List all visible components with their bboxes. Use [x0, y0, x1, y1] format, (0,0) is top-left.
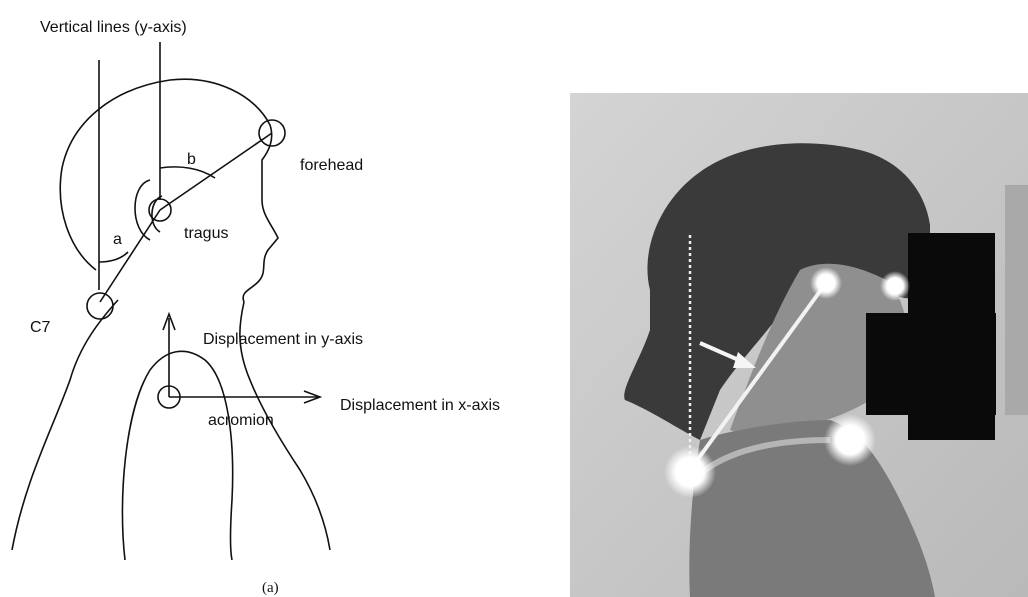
tragus-forehead-line: [160, 133, 272, 210]
photo-forehead-marker: [880, 271, 910, 301]
displacement-x-label: Displacement in x-axis: [340, 397, 500, 414]
wall-panel: [1005, 185, 1028, 415]
schematic-drawing: Vertical lines (y-axis) forehead b a tra…: [12, 19, 500, 596]
acromion-label: acromion: [208, 412, 274, 429]
angle-a-label: a: [113, 231, 122, 248]
posture-photo: [570, 93, 1028, 597]
back-outline: [12, 300, 118, 550]
forehead-label: forehead: [300, 157, 363, 174]
angle-a-arc: [99, 252, 128, 262]
occlusion-block-2: [866, 313, 996, 415]
angle-b-label: b: [187, 151, 196, 168]
photo-acromion-marker: [824, 414, 876, 466]
displacement-y-label: Displacement in y-axis: [203, 331, 363, 348]
tragus-label: tragus: [184, 225, 228, 242]
angle-b-arc: [160, 167, 215, 178]
vertical-lines-label: Vertical lines (y-axis): [40, 19, 187, 36]
c7-marker: [87, 293, 113, 319]
photo-c7-marker: [664, 446, 716, 498]
c7-label: C7: [30, 319, 51, 336]
caption-a: (a): [262, 580, 279, 596]
head-outline: [60, 79, 278, 302]
arm-outline: [122, 351, 232, 560]
c7-tragus-line: [100, 210, 160, 302]
photo-tragus-marker: [810, 267, 842, 299]
